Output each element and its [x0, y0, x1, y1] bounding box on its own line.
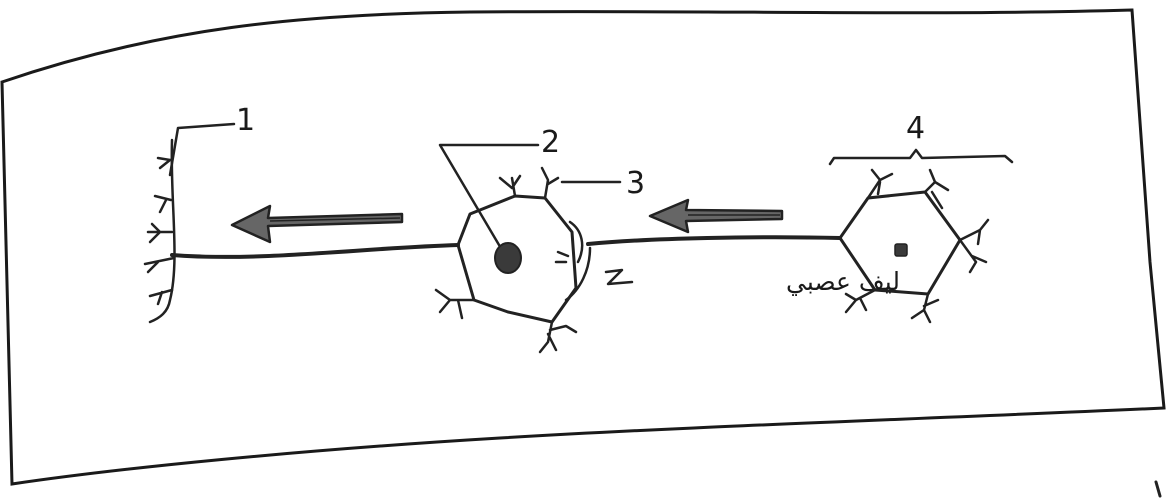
- direction-arrow-left: [230, 204, 404, 244]
- nucleus: [494, 242, 522, 274]
- label-3-group: 3: [560, 166, 645, 201]
- axon-terminal: [143, 138, 176, 324]
- sensory-nucleus: [894, 243, 908, 257]
- label-4-brace: [828, 148, 1014, 166]
- label-2-group: 2: [438, 125, 560, 252]
- label-4: 4: [906, 111, 925, 146]
- label-2-leader: [438, 143, 540, 252]
- motor-neuron-dendrites: [434, 166, 578, 354]
- nerve-fiber: [586, 235, 842, 246]
- label-2: 2: [541, 125, 560, 160]
- motor-neuron-cell-body: [456, 194, 578, 324]
- label-4-group: 4: [828, 111, 1014, 166]
- fiber-label-pointer: [604, 268, 634, 286]
- sensory-neuron-dendrites: [844, 168, 990, 324]
- motor-axon: [170, 243, 460, 259]
- label-3: 3: [626, 166, 645, 201]
- direction-arrow-right-segment: [648, 198, 784, 234]
- synapse-curves: [564, 220, 592, 302]
- corner-mark: [1154, 480, 1162, 498]
- label-1: 1: [236, 103, 255, 138]
